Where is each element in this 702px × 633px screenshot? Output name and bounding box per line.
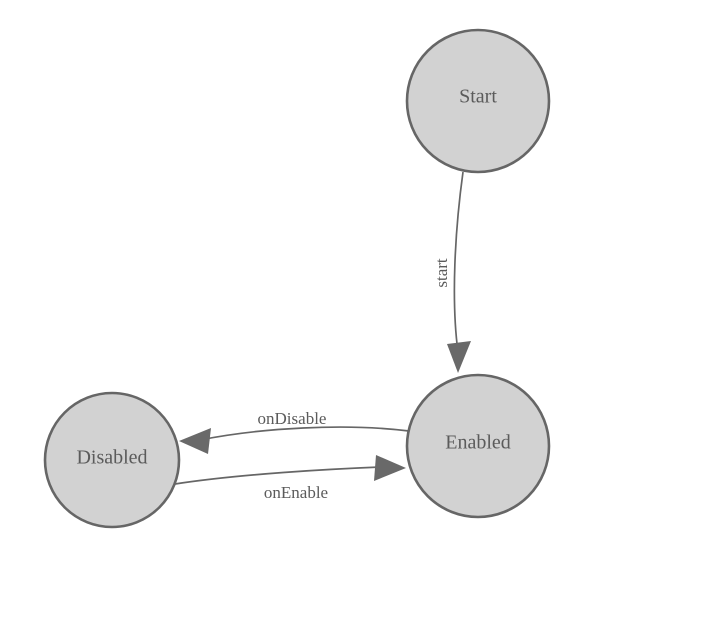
edge-label-on-enable: onEnable: [264, 483, 328, 502]
node-disabled-circle: [43, 391, 181, 529]
node-enabled-label: Enabled: [445, 432, 511, 454]
arrowhead-into-disabled-right: [179, 428, 211, 454]
edge-disabled-to-enabled[interactable]: [174, 455, 406, 485]
edge-label-start: start: [432, 258, 451, 288]
arrowhead-into-enabled-left: [374, 455, 406, 481]
node-disabled[interactable]: Disabled: [43, 391, 181, 529]
edge-enabled-to-disabled[interactable]: [179, 426, 410, 454]
node-start-circle: [405, 28, 551, 174]
node-disabled-label: Disabled: [76, 447, 147, 469]
node-enabled-circle: [405, 373, 551, 519]
node-start[interactable]: Start: [405, 28, 551, 174]
edge-enabled-to-disabled-path: [199, 426, 410, 441]
edge-label-on-disable: onDisable: [258, 409, 327, 428]
node-start-label: Start: [459, 86, 497, 108]
edge-disabled-to-enabled-path: [174, 466, 382, 485]
edge-start-to-enabled-path: [453, 171, 464, 353]
edge-start-to-enabled[interactable]: [447, 171, 471, 373]
node-enabled[interactable]: Enabled: [405, 373, 551, 519]
arrowhead-into-enabled-top: [447, 341, 471, 373]
